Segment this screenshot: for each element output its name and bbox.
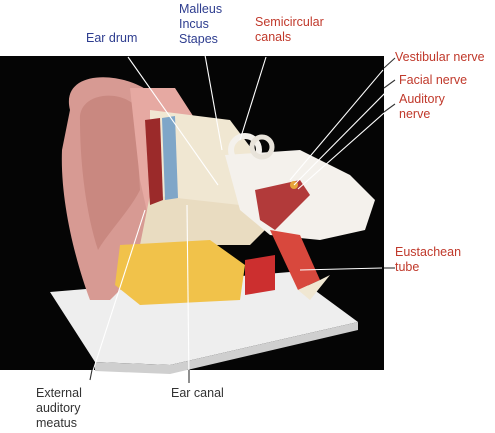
label-external-auditory-meatus: External auditory meatus (36, 386, 82, 430)
yellow-tissue (115, 240, 245, 305)
model-base-plate (50, 272, 358, 365)
nerve-bundle (255, 180, 310, 230)
label-facial-nerve: Facial nerve (399, 73, 468, 87)
leader-eustachean (299, 267, 383, 271)
leader-ossicles (204, 54, 223, 151)
leader-ear-canal (186, 204, 190, 384)
label-eustachean-tube: Eustachean tube (395, 245, 462, 274)
label-ear-canal: Ear canal (171, 386, 224, 400)
label-ear-drum: Ear drum (86, 31, 138, 45)
eustachean-tube-model (270, 230, 320, 290)
label-auditory-nerve: Auditory nerve (399, 92, 445, 121)
label-vestibular-nerve: Vestibular nerve (395, 50, 485, 64)
label-ossicles: Malleus Incus Stapes (179, 2, 223, 46)
leader-facial (293, 89, 389, 186)
leader-semicircular (239, 56, 267, 141)
label-semicircular-canals: Semicircular canals (255, 15, 324, 44)
leader-vestibular (289, 69, 384, 181)
semicircular-canals (228, 133, 262, 167)
leader-auditory (297, 112, 385, 190)
leader-meatus (89, 209, 146, 381)
ear-canal-wall (145, 118, 163, 205)
leader-lines (89, 54, 389, 384)
leader-ear-drum (127, 56, 219, 186)
